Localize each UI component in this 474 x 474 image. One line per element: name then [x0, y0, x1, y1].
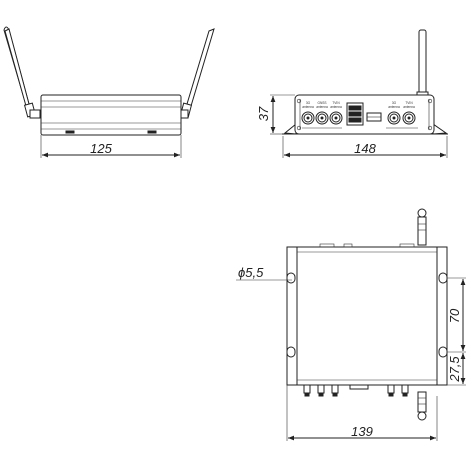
mount-slot: [286, 346, 296, 358]
top-antenna: [417, 208, 427, 246]
port-sublabel: antenna: [388, 105, 400, 109]
dim-label-70: 70: [447, 308, 462, 323]
left-antenna: [3, 26, 41, 119]
port-gnss: GNSS antenna: [315, 101, 329, 125]
port-label: 3G: [392, 101, 397, 105]
rear-antenna: [416, 29, 429, 101]
dim-label-125: 125: [90, 141, 112, 156]
port-tvin-right: TVIN antenna: [402, 101, 416, 125]
dim-label-37: 37: [256, 106, 271, 121]
dim-label-139: 139: [351, 424, 373, 439]
port-label: TVIN: [332, 101, 340, 105]
port-label: 3G: [306, 101, 311, 105]
front-body: [40, 94, 182, 136]
dim-rear-height: 37: [256, 94, 295, 135]
port-tvin-left: TVIN antenna: [329, 101, 343, 125]
dim-label-hole: ϕ5,5: [238, 265, 264, 280]
rear-body: [294, 94, 435, 135]
dim-hole-diameter: ϕ5,5: [236, 265, 292, 281]
dim-label-148: 148: [354, 141, 376, 156]
dim-mount-spacing: 70: [447, 277, 466, 353]
top-body: [296, 246, 438, 386]
rear-view: 3G antenna GNSS antenna TVIN antenna: [256, 29, 448, 158]
port-sublabel: antenna: [330, 105, 342, 109]
dim-rear-width: 148: [282, 136, 448, 158]
port-sublabel: antenna: [403, 105, 415, 109]
port-sublabel: antenna: [302, 105, 314, 109]
dim-top-width: 139: [286, 385, 438, 441]
rear-connector-block: [346, 102, 382, 126]
dim-front-width: 125: [40, 135, 182, 158]
mount-slot: [438, 272, 448, 284]
top-view: ϕ5,5 70 27,5 139: [236, 208, 466, 441]
dim-mount-offset: 27,5: [447, 353, 466, 386]
port-label: GNSS: [317, 101, 326, 105]
port-label: TVIN: [405, 101, 413, 105]
mount-slot: [286, 272, 296, 284]
port-sublabel: antenna: [316, 105, 328, 109]
top-bottom-connectors: [303, 384, 427, 421]
right-antenna: [177, 28, 215, 119]
front-view: 125: [3, 26, 215, 158]
dim-label-27-5: 27,5: [447, 356, 462, 383]
port-3g-right: 3G antenna: [387, 101, 401, 125]
mount-slot: [438, 346, 448, 358]
port-3g-left: 3G antenna: [301, 101, 315, 125]
